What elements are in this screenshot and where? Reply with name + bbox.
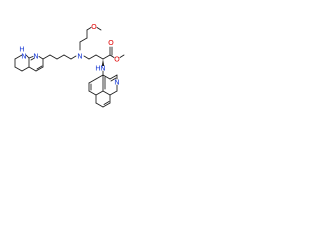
ester-carbonyl-o-label: O bbox=[108, 38, 114, 47]
quinoline-ring bbox=[88, 70, 118, 108]
ester-o-label: O bbox=[114, 55, 120, 64]
amine-chain bbox=[83, 54, 104, 60]
methoxy-o-label: O bbox=[91, 22, 97, 31]
butyl-chain bbox=[42, 54, 77, 60]
molecule-structure: H N N N O O O H N N bbox=[14, 22, 125, 108]
quinoline-n-label: N bbox=[114, 78, 119, 87]
methyl-ester bbox=[102, 46, 125, 60]
pyridine-ring bbox=[28, 56, 44, 72]
ring-nh-n-label: N bbox=[21, 52, 26, 61]
stereo-wedge bbox=[101, 59, 105, 66]
tertiary-n-label: N bbox=[77, 52, 82, 61]
amine-h-label: H bbox=[95, 64, 100, 73]
methoxyethyl-chain bbox=[79, 27, 102, 51]
amine-n-label: N bbox=[100, 64, 105, 73]
tetrahydro-ring bbox=[14, 54, 30, 72]
ring-nh-h-label: H bbox=[19, 45, 24, 54]
pyridine-n-label: N bbox=[33, 52, 38, 61]
